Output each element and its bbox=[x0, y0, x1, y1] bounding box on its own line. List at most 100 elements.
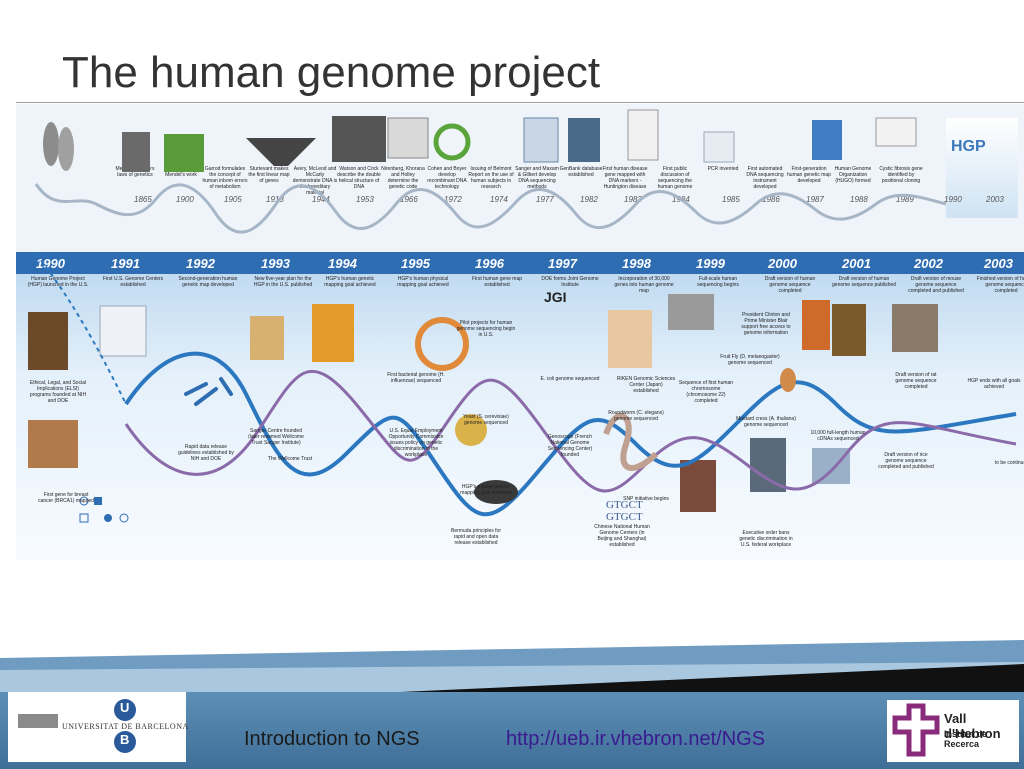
lower-caption: HGP ends with all goals achieved bbox=[967, 378, 1021, 390]
ub-logo bbox=[8, 692, 186, 762]
gtgct-logo-2: GTGCT bbox=[606, 511, 643, 523]
footer-decoration bbox=[0, 640, 1024, 692]
lower-caption: Pilot projects for human genome sequenci… bbox=[456, 320, 516, 338]
early-caption: PCR invented bbox=[707, 166, 739, 172]
lower-caption: Fruit Fly (D. melanogaster) genome seque… bbox=[720, 354, 780, 366]
bacterial-genome-ring bbox=[415, 317, 469, 371]
title-divider bbox=[16, 102, 1024, 103]
main-caption: Incorporation of 30,000 genes into human… bbox=[614, 276, 674, 294]
main-caption: Draft version of human genome sequence c… bbox=[764, 276, 816, 294]
lower-caption: SNP initiative begins bbox=[623, 496, 669, 502]
early-year-1905: 1905 bbox=[224, 195, 242, 204]
nature-cover-1999 bbox=[680, 460, 716, 512]
lower-caption: E. coli genome sequenced bbox=[540, 376, 600, 382]
gtgct-logo-1: GTGCT bbox=[606, 499, 643, 511]
early-year-1865: 1865 bbox=[134, 195, 152, 204]
year-bar bbox=[16, 252, 1024, 274]
main-caption: First U.S. Genome Centers established bbox=[102, 276, 164, 288]
course-title: Introduction to NGS bbox=[244, 728, 420, 750]
lower-caption: Yeast (S. cerevisiae) genome sequenced bbox=[463, 414, 509, 426]
early-thread bbox=[34, 183, 947, 234]
slide-title: The human genome project bbox=[62, 48, 601, 97]
sequencer-chart bbox=[703, 131, 735, 163]
lower-caption: Draft version of rat genome sequence com… bbox=[895, 372, 937, 390]
lower-caption: 10,000 full-length human cDNAs sequenced bbox=[810, 430, 866, 442]
chromosome-icon bbox=[43, 122, 74, 171]
early-year-1913: 1913 bbox=[266, 195, 284, 204]
early-caption: First public discussion of sequencing th… bbox=[657, 166, 693, 190]
early-caption: Cystic fibrosis gene identified by posit… bbox=[879, 166, 923, 184]
main-caption: HGP's human physical mapping goal achiev… bbox=[397, 276, 449, 288]
early-caption: Sturtevant makes the first linear map of… bbox=[248, 166, 290, 184]
genetics-cover bbox=[312, 304, 354, 362]
funnel-diagram bbox=[246, 138, 316, 166]
genome-centers-diagram bbox=[99, 305, 147, 357]
disease-gene-pedigree bbox=[627, 109, 659, 161]
main-caption: HGP's human genetic mapping goal achieve… bbox=[324, 276, 376, 288]
main-caption: Second-generation human genetic map deve… bbox=[178, 276, 238, 288]
early-year-1974: 1974 bbox=[490, 195, 508, 204]
early-year-1985: 1985 bbox=[722, 195, 740, 204]
year-2002: 2002 bbox=[914, 256, 943, 271]
early-caption: Avery, McLeod and McCarty demonstrate DN… bbox=[292, 166, 338, 196]
vhir-subtitle: Institut de Recerca bbox=[944, 729, 987, 749]
lower-caption: Genoscope (French National Genome Sequen… bbox=[547, 434, 593, 458]
nature-cover-2000 bbox=[750, 438, 786, 492]
early-year-1953: 1953 bbox=[356, 195, 374, 204]
year-1999: 1999 bbox=[696, 256, 725, 271]
mendel-portrait bbox=[122, 132, 150, 172]
sequencing-lab-photo bbox=[668, 294, 714, 330]
jgi-logo: JGI bbox=[544, 289, 567, 305]
year-2003: 2003 bbox=[984, 256, 1013, 271]
lower-caption: First bacterial genome (H. influenzae) s… bbox=[387, 372, 445, 384]
nature-cover-2002 bbox=[892, 304, 938, 352]
lower-caption: Chinese National Human Genome Centers (i… bbox=[594, 524, 650, 548]
early-caption: Issuing of Belmont Report on the use of … bbox=[468, 166, 514, 190]
ub-emblem bbox=[18, 699, 136, 753]
lower-caption: Executive order bans genetic discriminat… bbox=[739, 530, 793, 548]
main-caption: Finished version of human genome sequenc… bbox=[976, 276, 1024, 294]
lower-caption: U.S. Equal Employment Opportunity Commis… bbox=[388, 428, 444, 458]
main-caption: Draft version of mouse genome sequence c… bbox=[908, 276, 964, 294]
year-1994: 1994 bbox=[328, 256, 357, 271]
early-year-2003: 2003 bbox=[986, 195, 1004, 204]
early-caption: First-generation human genetic map devel… bbox=[787, 166, 831, 184]
lower-caption: President Clinton and Prime Minister Bla… bbox=[741, 312, 791, 336]
cell-map-photo bbox=[28, 312, 68, 370]
early-history-band bbox=[16, 104, 1024, 252]
year-1991: 1991 bbox=[111, 256, 140, 271]
chromosome-figures bbox=[184, 377, 233, 406]
nature-cover-2001 bbox=[832, 304, 866, 356]
year-2000: 2000 bbox=[768, 256, 797, 271]
watson-crick-photo bbox=[332, 116, 386, 162]
genbank-image bbox=[568, 118, 600, 162]
early-year-1986: 1986 bbox=[762, 195, 780, 204]
early-caption: Sanger and Maxam & Gilbert develop DNA s… bbox=[515, 166, 559, 190]
early-caption: Watson and Crick describe the double hel… bbox=[337, 166, 381, 190]
main-caption: Human Genome Project (HGP) launched in t… bbox=[27, 276, 89, 288]
early-year-1990: 1990 bbox=[944, 195, 962, 204]
lower-caption: The Wellcome Trust bbox=[267, 456, 313, 462]
lower-caption: Draft version of rice genome sequence co… bbox=[878, 452, 934, 470]
early-year-1988: 1988 bbox=[850, 195, 868, 204]
science-cover-1993 bbox=[250, 316, 284, 360]
early-caption: Nirenberg, Khorana and Holley determine … bbox=[381, 166, 425, 190]
year-1993: 1993 bbox=[261, 256, 290, 271]
hgp-era-band bbox=[16, 252, 1024, 560]
year-1990: 1990 bbox=[36, 256, 65, 271]
year-1998: 1998 bbox=[622, 256, 651, 271]
lower-caption: Ethical, Legal, and Social Implications … bbox=[29, 380, 87, 404]
year-2001: 2001 bbox=[842, 256, 871, 271]
helix-strand-b bbox=[124, 369, 1017, 493]
year-1995: 1995 bbox=[401, 256, 430, 271]
timeline-graphics: JGI GTGCT GTGCT bbox=[28, 109, 1017, 523]
hgp-label: HGP bbox=[951, 138, 986, 155]
genetic-code-table bbox=[387, 117, 429, 159]
pedigree-chart bbox=[79, 496, 129, 523]
early-year-1972: 1972 bbox=[444, 195, 462, 204]
lower-caption: RIKEN Genomic Sciences Center (Japan) es… bbox=[616, 376, 676, 394]
vhir-name: Vall d'Hebron bbox=[944, 711, 1001, 741]
course-link[interactable]: http://ueb.ir.vhebron.net/NGS bbox=[506, 728, 766, 750]
main-caption: Full-scale human sequencing begins bbox=[697, 276, 739, 288]
